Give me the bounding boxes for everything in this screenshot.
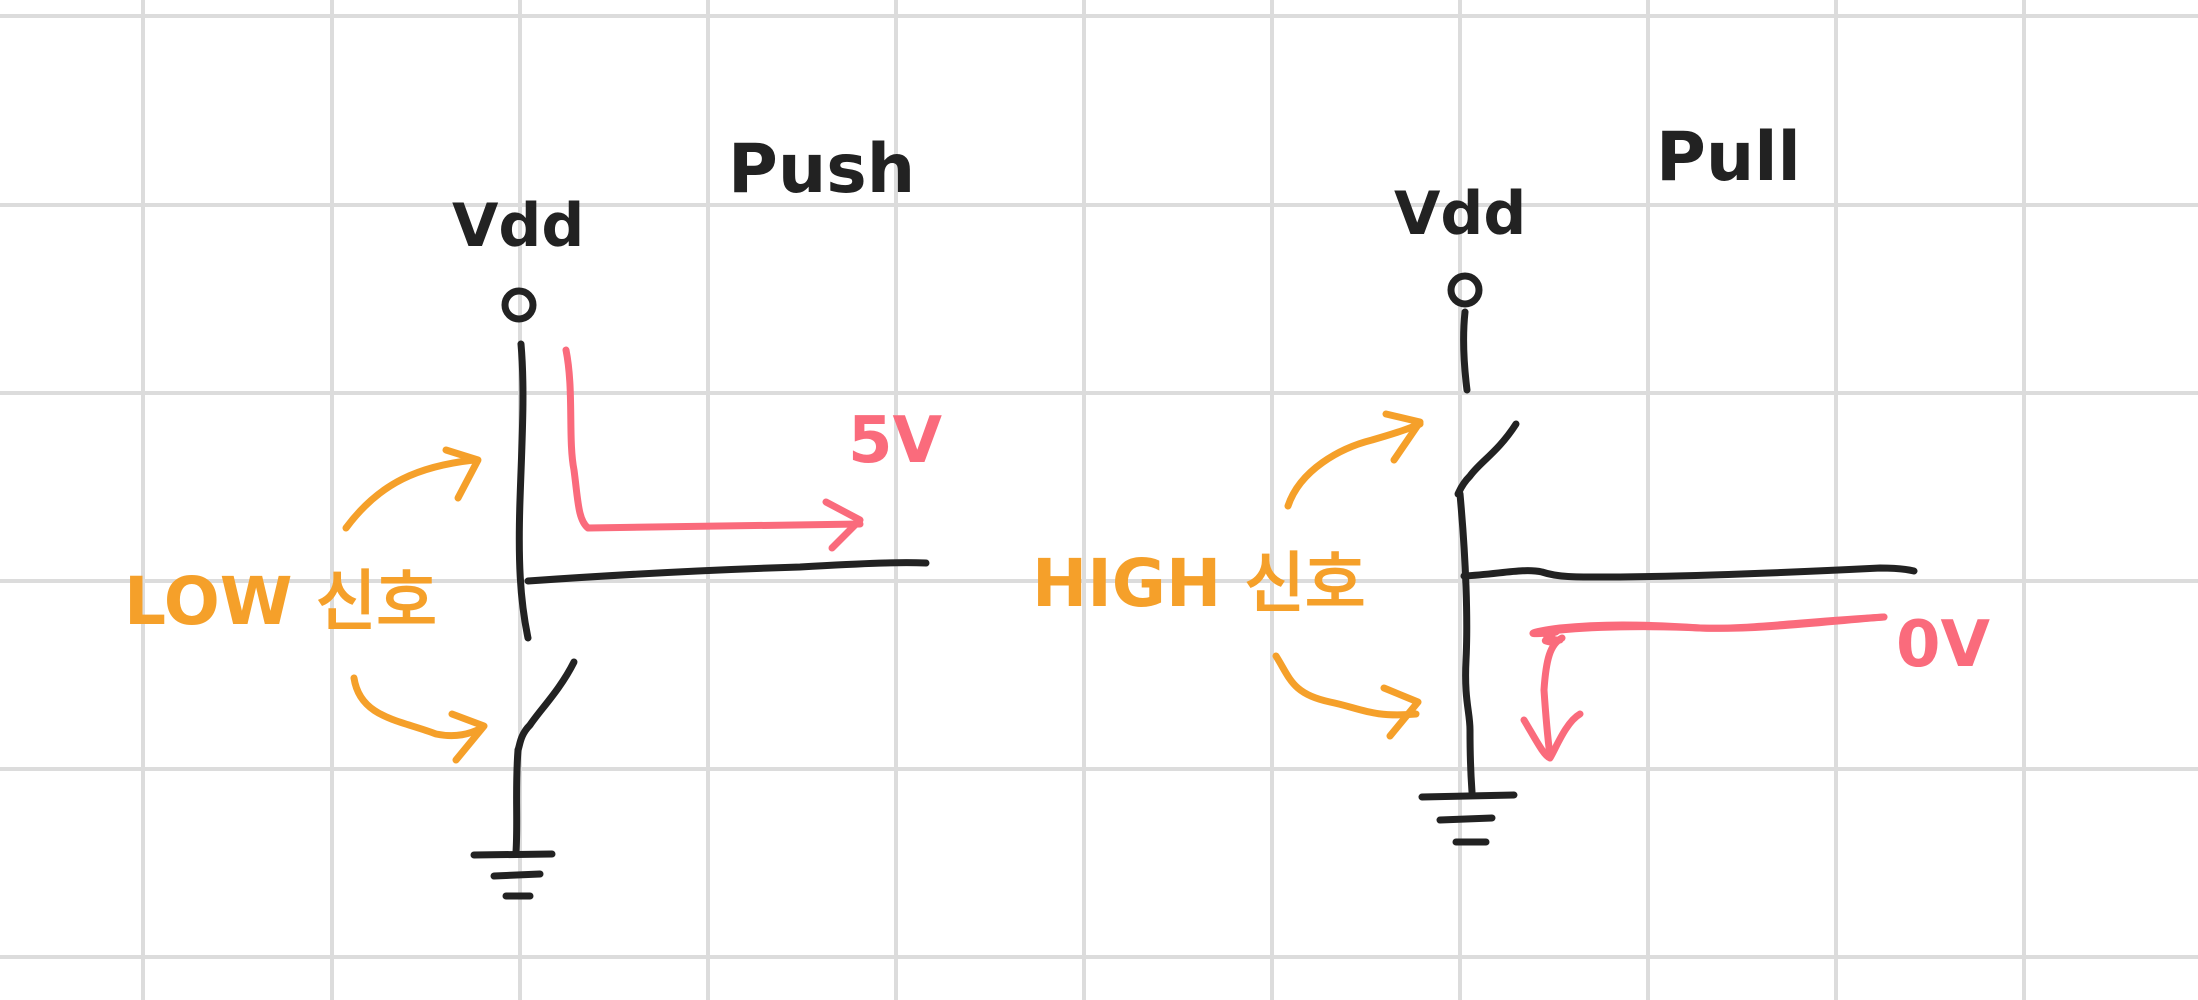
push-circuit: Push Vdd LOW 신호 5V — [124, 130, 943, 900]
push-current-path — [562, 346, 864, 532]
push-control-arrow-up-head — [442, 446, 482, 502]
push-current-arrowhead — [822, 498, 864, 552]
pull-control-arrow-down-head — [1380, 684, 1422, 740]
push-upper-switch-wire — [515, 340, 532, 642]
push-lower-ground-wire — [512, 746, 522, 856]
pull-control-label: HIGH 신호 — [1032, 545, 1366, 622]
pull-circuit: Pull Vdd HIGH 신호 0V — [1032, 118, 1991, 846]
pull-vdd-stub-wire — [1460, 308, 1471, 394]
push-ground-icon — [470, 850, 556, 900]
pull-control-arrow-up — [1284, 420, 1424, 510]
push-vdd-label: Vdd — [452, 191, 584, 261]
pull-current-path-main — [1541, 613, 1888, 646]
pull-current-down — [1540, 634, 1566, 760]
push-lower-switch-blade — [514, 658, 578, 754]
push-vdd-terminal — [501, 287, 537, 323]
push-control-label: LOW 신호 — [124, 563, 437, 640]
pull-control-arrow-up-head — [1382, 410, 1424, 464]
push-title: Push — [728, 130, 915, 209]
push-output-wire — [524, 559, 930, 585]
pull-title: Pull — [1656, 118, 1801, 197]
push-output-label: 5V — [848, 404, 943, 478]
push-control-arrow-down-head — [448, 710, 488, 764]
push-control-arrow-up — [342, 456, 478, 532]
pull-vdd-label: Vdd — [1394, 179, 1526, 249]
pull-current-arrowhead — [1520, 710, 1584, 762]
pull-upper-switch-blade — [1454, 420, 1520, 498]
pull-output-wire — [1460, 564, 1918, 581]
pull-lower-switch-wire — [1456, 490, 1476, 796]
pull-output-label: 0V — [1896, 608, 1991, 682]
pull-control-arrow-down — [1272, 652, 1420, 719]
pull-vdd-terminal — [1447, 272, 1483, 308]
push-control-arrow-down — [350, 674, 486, 740]
pull-ground-icon — [1418, 791, 1518, 846]
